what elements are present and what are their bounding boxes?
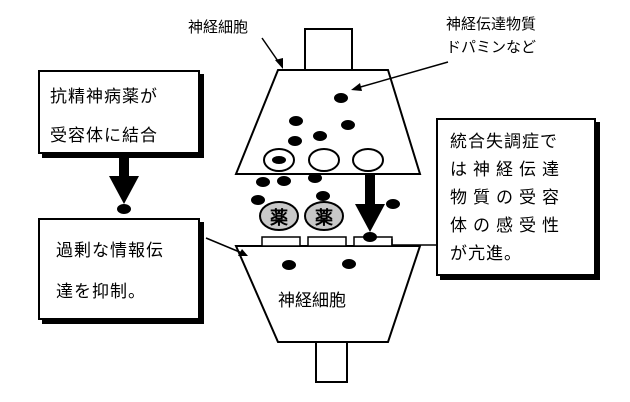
box-line: 統合失調症で <box>450 132 558 152</box>
transmitter-dot-bottom <box>282 260 296 270</box>
top-neuron-label: 神経細胞 <box>188 18 249 36</box>
drug-molecule <box>259 201 299 231</box>
top-neuron-terminal <box>234 69 422 175</box>
transmitter-label: 神経伝達物質 ドパミンなど <box>446 15 536 57</box>
box-line: 過剰な情報伝 <box>56 241 164 261</box>
box-line: 達を抑制。 <box>56 282 146 302</box>
box-line: 物質の受容 <box>450 188 565 208</box>
drug-molecule <box>304 201 344 231</box>
box-line: は神経伝達 <box>450 160 565 180</box>
left-arrow-dot <box>117 204 131 214</box>
box-line: 抗精神病薬が <box>50 87 158 107</box>
bottom-axon-stub <box>315 342 348 383</box>
binding-arrow-shaft <box>365 174 375 206</box>
receptor-connector <box>391 239 436 246</box>
transmitter-label-line2: ドパミンなど <box>446 37 537 56</box>
receptor <box>261 236 301 247</box>
suppression-box: 過剰な情報伝 達を抑制。 <box>38 218 200 320</box>
antipsychotic-binding-box: 抗精神病薬が 受容体に結合 <box>38 70 200 154</box>
schizophrenia-sensitivity-box: 統合失調症で は神経伝達 物質の受容 体の感受性 が亢進。 <box>436 118 596 276</box>
binding-arrow-head <box>355 204 385 232</box>
receptor <box>307 236 347 247</box>
cleft-pointer <box>205 237 243 254</box>
box-line: 体の感受性 <box>450 216 565 236</box>
drug-label: 薬 <box>315 208 333 229</box>
bound-transmitter-dot <box>363 232 377 242</box>
transmitter-label-line1: 神経伝達物質 <box>446 15 537 33</box>
drug-label: 薬 <box>270 208 288 229</box>
box-line: が亢進。 <box>450 244 522 264</box>
top-axon-stub <box>304 28 353 70</box>
vesicle-filled-core <box>272 156 286 164</box>
left-arrow-shaft <box>119 156 129 178</box>
transmitter-dots-top <box>288 93 355 146</box>
bottom-neuron-label: 神経細胞 <box>278 291 346 311</box>
transmitter-dots-cleft <box>251 173 400 209</box>
box-line: 受容体に結合 <box>50 126 158 146</box>
vesicle-empty <box>308 148 340 172</box>
transmitter-pointer <box>356 61 449 89</box>
left-arrow-head <box>109 176 139 204</box>
vesicle-empty <box>352 148 384 172</box>
transmitter-dot-bottom <box>342 259 356 269</box>
